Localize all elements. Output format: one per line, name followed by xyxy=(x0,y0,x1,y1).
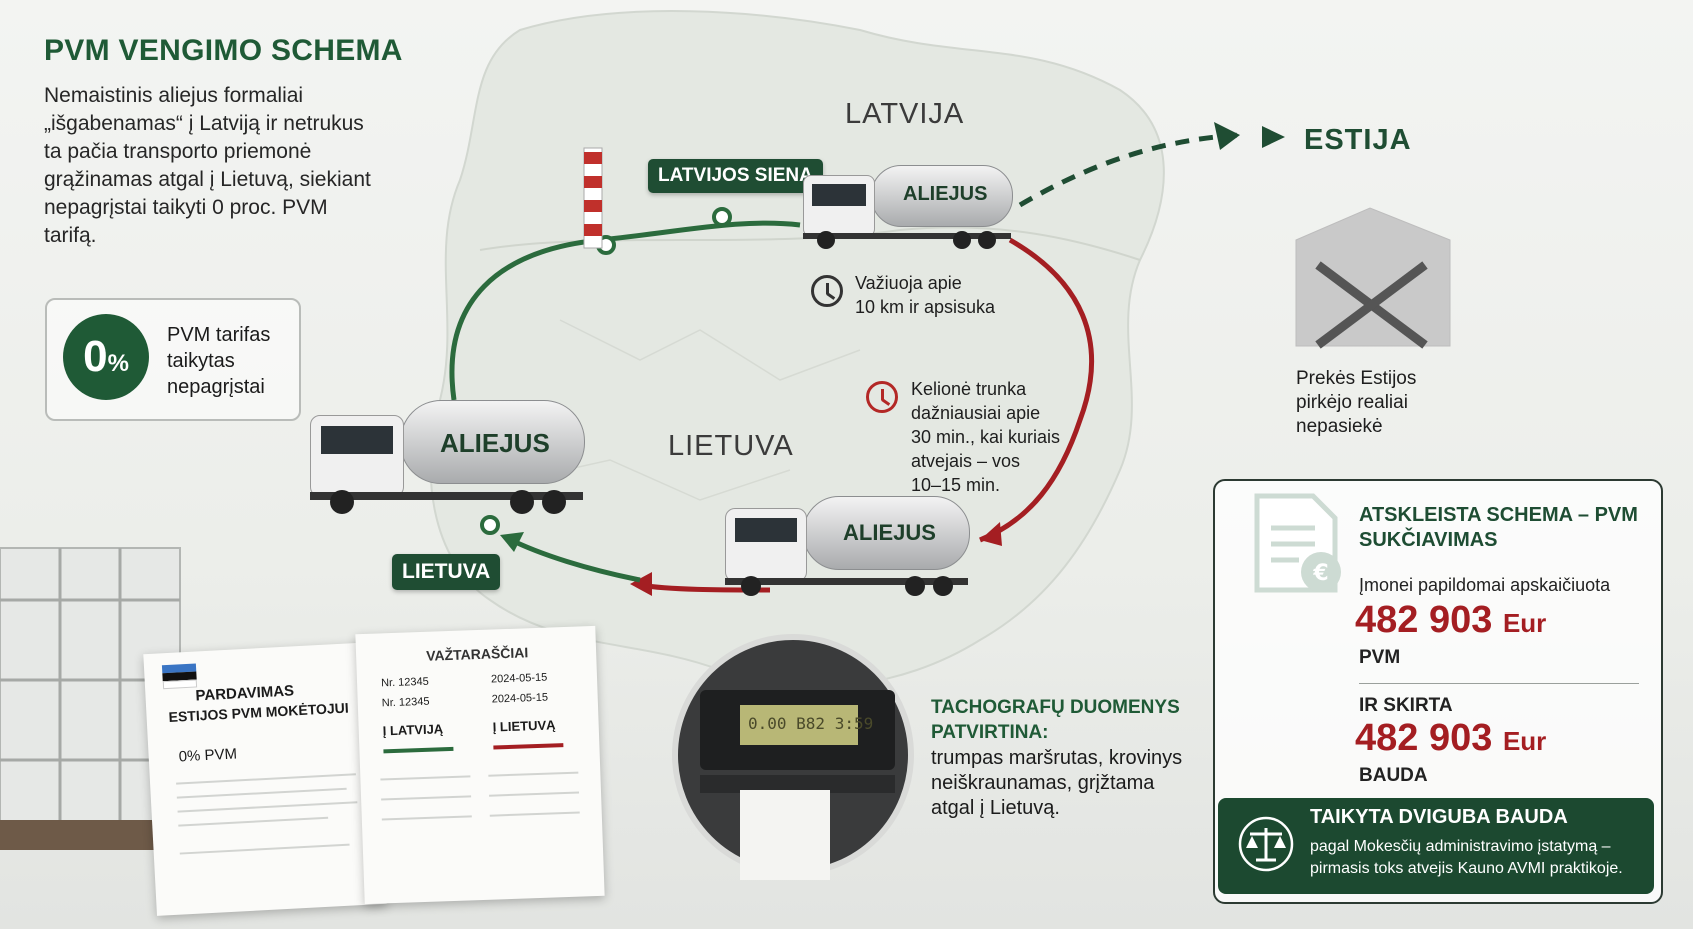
zero-unit: % xyxy=(107,350,129,377)
to-latvia-label: Į LATVIJĄ xyxy=(382,721,444,739)
waybill-document: VAŽTARAŠČIAI Nr. 12345 2024-05-15 Nr. 12… xyxy=(355,625,605,905)
fine-amount-value: 482 903 xyxy=(1355,717,1493,759)
tacho-text: trumpas maršrutas, krovinys neiškraunama… xyxy=(931,747,1183,819)
truck-left: ALIEJUS xyxy=(310,400,585,515)
truck-bottom: ALIEJUS xyxy=(725,496,970,596)
sale-document: PARDAVIMAS ESTIJOS PVM MOKĖTOJUI 0% PVM xyxy=(143,642,387,916)
note-duration-line4: atvejais – vos xyxy=(911,451,1021,471)
zero-value: 0 xyxy=(83,332,108,381)
green-arrow-icon xyxy=(383,746,454,754)
double-fine-banner: TAIKYTA DVIGUBA BAUDA pagal Mokesčių adm… xyxy=(1218,798,1654,894)
red-arrow-icon xyxy=(493,743,564,750)
note-distance-line1: Važiuoja apie xyxy=(855,273,962,293)
fine-label-top: IR SKIRTA xyxy=(1359,695,1453,716)
border-post-icon xyxy=(583,147,603,249)
fine-label: BAUDA xyxy=(1359,765,1428,786)
clock-icon-red xyxy=(866,381,898,413)
truck-top-label: ALIEJUS xyxy=(903,183,988,205)
estonia-note-line1: Prekės Estijos xyxy=(1296,368,1417,389)
zero-vat-box: 0% PVM tarifas taikytas nepagrįstai xyxy=(45,298,301,421)
panel-subtitle: Įmonei papildomai apskaičiuota xyxy=(1359,575,1611,595)
estonia-note-line2: pirkėjo realiai xyxy=(1296,392,1408,413)
sale-title-1: PARDAVIMAS xyxy=(195,682,295,705)
tachograph-device xyxy=(672,634,914,880)
tacho-display: 0.00 B82 3:59 xyxy=(748,714,874,733)
waybill-no-2: Nr. 12345 xyxy=(381,695,430,710)
to-lithuania-label: Į LIETUVĄ xyxy=(492,717,556,735)
fine-amount-currency: Eur xyxy=(1502,726,1547,756)
estonia-note-line3: nepasiekė xyxy=(1296,416,1383,437)
note-duration-line5: 10–15 min. xyxy=(911,475,1001,495)
zero-percent-badge: 0% xyxy=(63,314,149,400)
border-label: LATVIJOS SIENA xyxy=(648,159,823,193)
truck-left-label: ALIEJUS xyxy=(440,428,550,458)
estonia-note: Prekės Estijos pirkėjo realiai nepasiekė xyxy=(1296,367,1416,439)
truck-bottom-label: ALIEJUS xyxy=(843,520,936,545)
clock-icon xyxy=(811,275,843,307)
note-duration: Kelionė trunka dažniausiai apie 30 min.,… xyxy=(911,377,1060,497)
tacho-title: TACHOGRAFŲ DUOMENYS PATVIRTINA: xyxy=(931,697,1180,743)
page-title: PVM VENGIMO SCHEMA xyxy=(44,34,403,67)
note-duration-line1: Kelionė trunka xyxy=(911,379,1027,399)
note-distance-line2: 10 km ir apsisuka xyxy=(855,297,996,317)
panel-divider xyxy=(1359,683,1639,684)
vat-amount-value: 482 903 xyxy=(1355,599,1493,641)
intro-text: Nemaistinis aliejus formaliai „išgabenam… xyxy=(44,84,371,247)
result-panel: ATSKLEISTA SCHEMA – PVM SUKČIAVIMAS Įmon… xyxy=(1213,479,1663,904)
banner-text: pagal Mokesčių administravimo įstatymą –… xyxy=(1310,838,1623,877)
fine-amount: 482 903 Eur xyxy=(1355,717,1546,760)
truck-top: ALIEJUS xyxy=(803,165,1013,250)
banner-title: TAIKYTA DVIGUBA BAUDA xyxy=(1310,806,1568,828)
origin-label: LIETUVA xyxy=(392,554,501,590)
panel-title: ATSKLEISTA SCHEMA – PVM SUKČIAVIMAS xyxy=(1359,504,1638,551)
scales-icon xyxy=(1238,816,1294,872)
note-distance: Važiuoja apie 10 km ir apsisuka xyxy=(855,271,995,319)
vat-amount-currency: Eur xyxy=(1502,608,1547,638)
waybill-title: VAŽTARAŠČIAI xyxy=(425,644,529,664)
vat-label: PVM xyxy=(1359,647,1401,668)
note-duration-line2: dažniausiai apie xyxy=(911,403,1041,423)
vat-amount: 482 903 Eur xyxy=(1355,599,1546,642)
note-duration-line3: 30 min., kai kuriais xyxy=(911,427,1061,447)
estonia-flag-icon xyxy=(161,663,198,690)
sale-vat: 0% PVM xyxy=(178,745,238,766)
waybill-date-2: 2024-05-15 xyxy=(491,691,549,706)
country-latvija: LATVIJA xyxy=(845,98,965,130)
country-estija: ESTIJA xyxy=(1304,124,1412,156)
waybill-date-1: 2024-05-15 xyxy=(490,671,548,686)
country-lietuva: LIETUVA xyxy=(668,430,794,462)
zero-vat-text: PVM tarifas taikytas nepagrįstai xyxy=(167,324,271,398)
waybill-no-1: Nr. 12345 xyxy=(380,675,429,690)
warehouse-icon xyxy=(1295,207,1451,349)
